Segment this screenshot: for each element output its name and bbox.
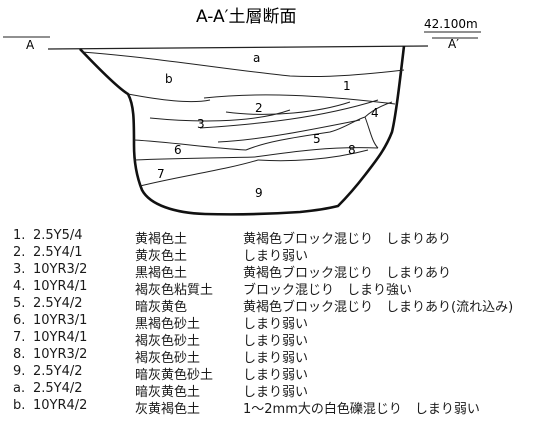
section-diagram: A-A′土層断面 A 42.100m A′ a b 1 2 3 4 5 6 (3, 7, 481, 216)
soil-name: 褐灰色粘質土 (135, 283, 214, 298)
boundary-1-2 (203, 94, 396, 105)
layer-number: a. (13, 381, 26, 396)
soil-name: 黒褐色砂土 (135, 317, 201, 332)
soil-description: ブロック混じり しまり強い (243, 283, 413, 298)
layer-number: b. (13, 398, 26, 413)
layer-boundaries (81, 51, 405, 187)
point-a-prime-label: A′ (448, 37, 459, 51)
boundary-6-7 (133, 156, 256, 161)
munsell-code: 10YR4/1 (33, 279, 88, 294)
boundary-6-top (133, 139, 247, 151)
boundary-2-3 (149, 109, 291, 122)
ground-surface-line (47, 45, 429, 50)
point-a-label: A (26, 38, 35, 52)
layer-label-1: 1 (343, 79, 351, 93)
boundary-3-5 (199, 99, 379, 129)
soil-name: 褐灰色砂土 (135, 334, 201, 349)
layer-label-a: a (253, 51, 260, 65)
soil-description: しまり弱い (243, 249, 309, 264)
munsell-code: 2.5Y4/2 (33, 296, 83, 311)
soil-description: しまり弱い (243, 385, 309, 400)
boundary-5-6 (245, 116, 366, 151)
layer-label-3: 3 (197, 117, 205, 131)
layer-number: 5. (13, 296, 26, 311)
boundary-4-b (364, 116, 379, 149)
layer-number: 7. (13, 330, 26, 345)
layer-label-b: b (165, 72, 173, 86)
boundary-b (127, 93, 211, 103)
munsell-code: 10YR3/2 (33, 347, 88, 362)
layer-label-9: 9 (255, 186, 263, 200)
soil-name: 灰黄褐色土 (135, 402, 201, 417)
elevation-label: 42.100m (424, 17, 478, 31)
layer-number: 9. (13, 364, 26, 379)
munsell-code: 2.5Y5/4 (33, 228, 83, 243)
soil-description: 黄褐色ブロック混じり しまりあり(流れ込み) (243, 300, 514, 315)
soil-description: 黄褐色ブロック混じり しまりあり (243, 232, 452, 247)
munsell-code: 10YR4/1 (33, 330, 88, 345)
soil-name: 褐灰色砂土 (135, 351, 201, 366)
soil-name: 暗灰黄色土 (135, 385, 201, 400)
layer-label-5: 5 (313, 132, 321, 146)
boundary-7-9 (139, 159, 259, 187)
boundary-4 (364, 101, 393, 118)
layer-number: 8. (13, 347, 26, 362)
boundary-a (81, 51, 405, 78)
diagram-title: A-A′土層断面 (196, 7, 297, 27)
soil-description: しまり弱い (243, 317, 309, 332)
munsell-code: 2.5Y4/2 (33, 381, 83, 396)
munsell-code: 10YR3/2 (33, 262, 88, 277)
layer-label-7: 7 (157, 167, 165, 181)
munsell-code: 2.5Y4/2 (33, 364, 83, 379)
munsell-code: 10YR4/2 (33, 398, 88, 413)
soil-description: しまり弱い (243, 334, 309, 349)
boundary-8-9 (257, 149, 369, 162)
soil-name: 暗灰黄色砂土 (135, 368, 214, 383)
layer-label-6: 6 (174, 143, 182, 157)
layer-number: 1. (13, 228, 26, 243)
soil-name: 黄褐色土 (135, 232, 188, 247)
pit-outline (79, 45, 406, 216)
layer-number: 6. (13, 313, 26, 328)
soil-description: 黄褐色ブロック混じり しまりあり (243, 266, 452, 281)
soil-description: しまり弱い (243, 351, 309, 366)
soil-name: 黒褐色土 (135, 266, 188, 281)
layer-label-8: 8 (348, 143, 356, 157)
boundary-5-top (217, 119, 361, 143)
boundary-8 (254, 147, 379, 158)
soil-name: 黄灰色土 (135, 249, 188, 264)
munsell-code: 10YR3/1 (33, 313, 88, 328)
soil-description: 1～2mm大の白色礫混じり しまり弱い (243, 402, 480, 417)
layer-labels: a b 1 2 3 4 5 6 7 8 9 (157, 51, 379, 200)
soil-description: しまり弱い (243, 368, 309, 383)
layer-label-4: 4 (371, 106, 379, 120)
boundary-1-low (225, 101, 351, 115)
layer-number: 3. (13, 262, 26, 277)
layer-number: 4. (13, 279, 26, 294)
layer-number: 2. (13, 245, 26, 260)
soil-name: 暗灰黄色 (135, 300, 188, 315)
layer-label-2: 2 (255, 101, 263, 115)
munsell-code: 2.5Y4/1 (33, 245, 83, 260)
